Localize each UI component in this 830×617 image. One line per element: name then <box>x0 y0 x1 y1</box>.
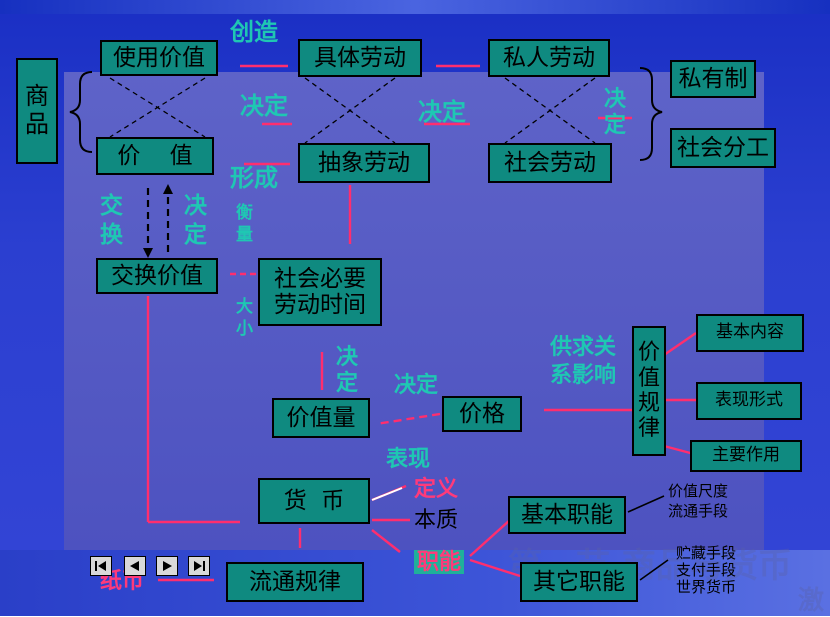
label-hengliang: 衡 量 <box>236 203 253 246</box>
box-shehuilaodong: 社会劳动 <box>488 143 612 183</box>
label-benzhi: 本质 <box>414 508 459 533</box>
line-to-jiben <box>469 519 511 557</box>
box-jiazhiliang: 价值量 <box>272 398 370 438</box>
box-jiazhi: 价 值 <box>96 137 214 175</box>
prev-icon <box>130 561 139 571</box>
cross-line <box>304 77 396 144</box>
label-jueding2: 决定 <box>418 97 466 126</box>
cross-line <box>504 77 596 144</box>
box-zhuyaozuoyong: 主要作用 <box>690 440 802 472</box>
label-jueding4: 决 定 <box>184 192 207 248</box>
label-jueding3: 决 定 <box>604 86 631 139</box>
box-qitazhineng: 其它职能 <box>520 562 638 602</box>
label-xingcheng: 形成 <box>230 163 278 192</box>
line-to-qita <box>469 558 521 578</box>
box-biaoxianxingshi: 表现形式 <box>696 382 802 420</box>
box-shangpin: 商 品 <box>16 58 58 164</box>
line-zhuyao <box>663 444 695 456</box>
last-icon <box>194 561 205 571</box>
line-jiben-right <box>627 495 665 513</box>
box-chouxianglaodong: 抽象劳动 <box>298 143 430 183</box>
nav-next-button[interactable] <box>156 556 178 576</box>
line-qita-right <box>639 559 669 581</box>
box-jiaohuanjiazhi: 交换价值 <box>96 258 218 294</box>
label-jueding5: 决 定 <box>336 344 359 397</box>
nav-prev-button[interactable] <box>124 556 146 576</box>
next-icon <box>163 561 172 571</box>
label-shijiehuobi: 世界货币 <box>676 578 737 596</box>
label-jueding6: 决定 <box>394 372 439 398</box>
label-jiazhichidu: 价值尺度 <box>668 482 729 500</box>
brace-shangpin <box>69 71 93 153</box>
box-huobi: 货 币 <box>258 478 370 524</box>
arrowhead <box>163 184 173 194</box>
arrowhead <box>143 248 153 258</box>
label-zhifu: 支付手段 <box>676 561 737 579</box>
first-icon <box>95 561 106 571</box>
label-zhineng: 职能 <box>414 550 465 574</box>
box-jutilaodong: 具体劳动 <box>298 39 422 77</box>
brace-right <box>639 67 663 161</box>
label-chuangzao: 创造 <box>230 17 278 46</box>
line-zhineng <box>371 529 401 553</box>
label-gongqiu: 供求关 系影响 <box>550 334 617 388</box>
box-jiage: 价格 <box>442 396 522 432</box>
box-shehuifengong: 社会分工 <box>670 128 776 168</box>
label-liutongshouduan: 流通手段 <box>668 502 729 520</box>
cross-line <box>109 77 206 138</box>
corner-watermark: 激 <box>798 586 825 616</box>
top-strip <box>0 0 830 14</box>
nav-first-button[interactable] <box>90 556 112 576</box>
label-jueding1: 决定 <box>240 91 288 120</box>
label-dingyi: 定义 <box>414 476 459 502</box>
box-jibenneirong: 基本内容 <box>696 314 804 352</box>
label-jiaohuan: 交 换 <box>100 192 123 248</box>
box-jiazhiguilv: 价 值 规 律 <box>632 326 666 456</box>
box-liutongguilv: 流通规律 <box>226 562 364 602</box>
label-zhucang: 贮藏手段 <box>676 544 737 562</box>
box-jibenzhineng: 基本职能 <box>508 496 626 534</box>
label-daxiao: 大 小 <box>236 297 253 340</box>
box-shiyongjiazhi: 使用价值 <box>100 40 218 76</box>
box-shehuibiyao: 社会必要 劳动时间 <box>258 258 382 326</box>
box-sirenlaodong: 私人劳动 <box>488 39 610 77</box>
line-jibenneirong <box>663 332 697 356</box>
arrow-jueding6 <box>375 412 441 426</box>
nav-last-button[interactable] <box>188 556 210 576</box>
label-biaoxian: 表现 <box>386 446 431 472</box>
box-siyouzhi: 私有制 <box>670 60 756 98</box>
